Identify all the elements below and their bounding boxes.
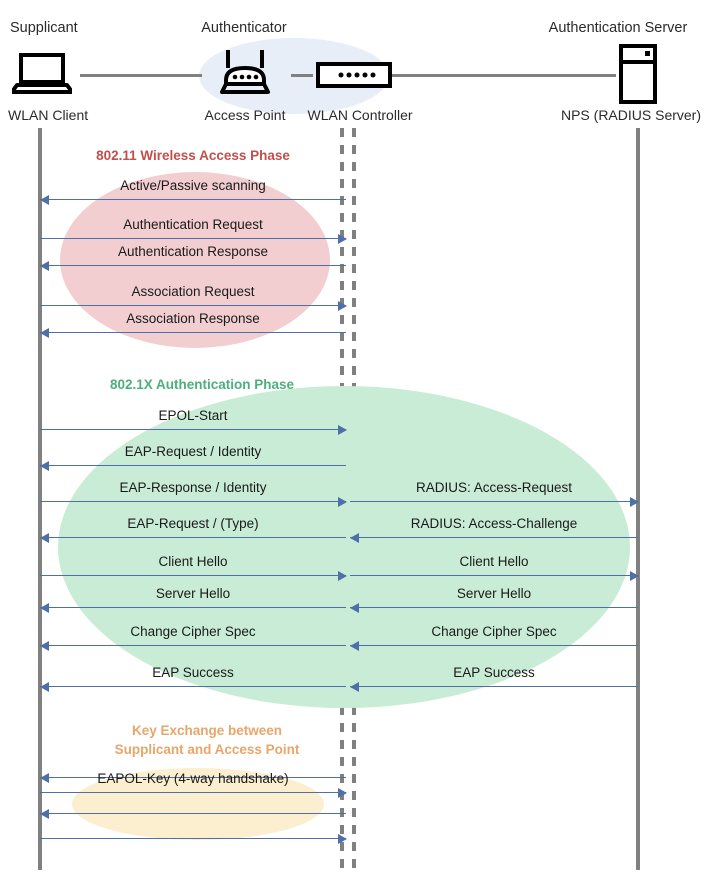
- actor-label-wlan-client: WLAN Client: [8, 107, 89, 123]
- message-label: Change Cipher Spec: [431, 624, 557, 639]
- actor-title-supplicant: Supplicant: [10, 20, 78, 36]
- actor-label-access-point: Access Point: [204, 107, 286, 123]
- phase-blob-802-11: [60, 172, 330, 348]
- message-line: [40, 575, 346, 576]
- link-controller-to-server: [392, 74, 616, 77]
- actor-label-nps-radius-server: NPS (RADIUS Server): [560, 107, 702, 123]
- message-line: [40, 305, 346, 306]
- message-line: [350, 686, 638, 687]
- arrow-head-left-icon: [40, 261, 49, 271]
- arrow-head-right-icon: [338, 497, 347, 507]
- arrow-head-left-icon: [350, 603, 359, 613]
- arrow-head-left-icon: [40, 603, 49, 613]
- arrow-head-left-icon: [350, 533, 359, 543]
- message-line: [350, 607, 638, 608]
- message-line: [40, 777, 346, 778]
- arrow-head-left-icon: [350, 641, 359, 651]
- message-label: EAPOL-Key (4-way handshake): [97, 771, 289, 786]
- server-icon: [618, 44, 658, 109]
- arrow-head-left-icon: [40, 461, 49, 471]
- link-client-to-ap: [80, 74, 202, 77]
- message-label: Server Hello: [456, 586, 532, 601]
- message-line: [40, 607, 346, 608]
- arrow-head-right-icon: [338, 788, 347, 798]
- message-line: [40, 645, 346, 646]
- message-line: [40, 199, 346, 200]
- message-line: [350, 537, 638, 538]
- message-label: Association Request: [131, 284, 255, 299]
- arrow-head-right-icon: [338, 301, 347, 311]
- message-line: [40, 686, 346, 687]
- link-ap-to-controller: [291, 74, 313, 77]
- message-label: Server Hello: [155, 586, 231, 601]
- message-line: [40, 838, 346, 839]
- arrow-head-left-icon: [40, 533, 49, 543]
- message-label: EAP-Request / (Type): [127, 516, 259, 531]
- message-line: [350, 645, 638, 646]
- actor-title-authentication-server: Authentication Server: [548, 20, 688, 36]
- message-line: [40, 501, 346, 502]
- arrow-head-left-icon: [40, 809, 49, 819]
- arrow-head-right-icon: [338, 234, 347, 244]
- message-label: EAP-Response / Identity: [119, 480, 267, 495]
- phase-label-802-11: 802.11 Wireless Access Phase: [96, 148, 290, 163]
- phase-label-key-exchange: Key Exchange between Supplicant and Acce…: [92, 721, 322, 759]
- message-label: RADIUS: Access-Request: [415, 480, 573, 495]
- arrow-head-right-icon: [338, 571, 347, 581]
- phase-blob-key-exchange: [72, 768, 324, 840]
- laptop-icon: [10, 52, 74, 99]
- lifeline-supplicant: [38, 128, 42, 870]
- arrow-head-left-icon: [40, 641, 49, 651]
- message-line: [40, 265, 346, 266]
- arrow-head-right-icon: [338, 425, 347, 435]
- message-label: Change Cipher Spec: [130, 624, 256, 639]
- phase-label-key-exchange-line1: Key Exchange between: [131, 723, 283, 738]
- message-line: [40, 332, 346, 333]
- message-label: Authentication Request: [123, 217, 263, 232]
- phase-label-802-1x: 802.1X Authentication Phase: [109, 377, 295, 392]
- message-label: EAP Success: [152, 665, 234, 680]
- message-label: EAP-Request / Identity: [124, 444, 262, 459]
- arrow-head-right-icon: [630, 497, 639, 507]
- message-label: Client Hello: [459, 554, 529, 569]
- arrow-head-left-icon: [40, 682, 49, 692]
- message-line: [350, 501, 638, 502]
- message-label: EAP Success: [453, 665, 535, 680]
- actor-label-wlan-controller: WLAN Controller: [307, 107, 413, 123]
- message-line: [40, 465, 346, 466]
- message-line: [40, 537, 346, 538]
- actor-title-authenticator: Authenticator: [201, 20, 287, 36]
- message-label: Active/Passive scanning: [120, 178, 266, 193]
- message-label: Authentication Response: [117, 244, 269, 259]
- message-label: EPOL-Start: [158, 408, 228, 423]
- phase-label-key-exchange-line2: Supplicant and Access Point: [114, 742, 300, 757]
- message-label: Association Response: [126, 311, 260, 326]
- arrow-head-right-icon: [338, 834, 347, 844]
- message-line: [40, 813, 346, 814]
- arrow-head-left-icon: [40, 195, 49, 205]
- arrow-head-left-icon: [350, 682, 359, 692]
- arrow-head-right-icon: [630, 571, 639, 581]
- arrow-head-left-icon: [40, 328, 49, 338]
- message-line: [40, 792, 346, 793]
- message-line: [40, 238, 346, 239]
- message-label: Client Hello: [158, 554, 228, 569]
- message-label: RADIUS: Access-Challenge: [410, 516, 578, 531]
- message-line: [350, 575, 638, 576]
- access-point-icon: [214, 48, 276, 101]
- phase-blob-802-1x: [58, 386, 630, 708]
- wlan-controller-icon: [316, 62, 392, 93]
- message-line: [40, 429, 346, 430]
- arrow-head-left-icon: [40, 773, 49, 783]
